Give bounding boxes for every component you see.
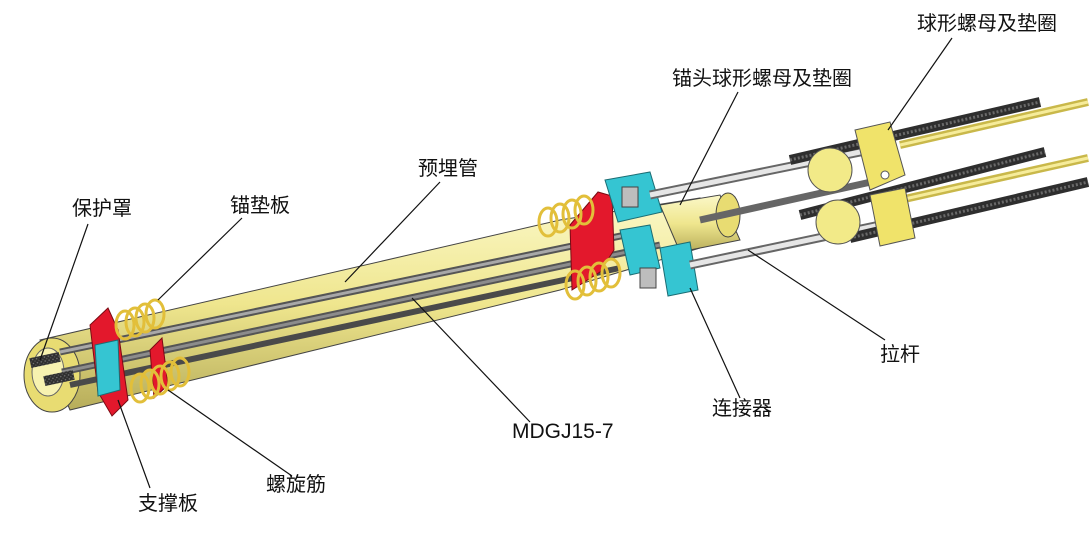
- connectors: [604, 171, 699, 297]
- leader-lines: [39, 37, 953, 489]
- label-connector: 连接器: [712, 396, 772, 420]
- spiral-rebar-left: [114, 298, 191, 404]
- protective-cover-right: [659, 192, 741, 253]
- label-anchor-plate: 锚垫板: [230, 193, 290, 217]
- label-anchor-ball-nut-washer: 锚头球形螺母及垫圈: [672, 66, 852, 90]
- label-model: MDGJ15-7: [512, 420, 614, 443]
- support-plate-left: [94, 339, 121, 397]
- ball-nuts-washers: [807, 121, 916, 247]
- label-spiral-rebar: 螺旋筋: [266, 472, 326, 496]
- label-embedded-pipe: 预埋管: [418, 156, 478, 180]
- spiral-rebar-right: [537, 194, 622, 301]
- label-ball-nut-washer: 球形螺母及垫圈: [917, 11, 1057, 35]
- label-tie-rod: 拉杆: [880, 342, 920, 366]
- label-protective-cover: 保护罩: [72, 196, 132, 220]
- label-support-plate: 支撑板: [138, 491, 198, 515]
